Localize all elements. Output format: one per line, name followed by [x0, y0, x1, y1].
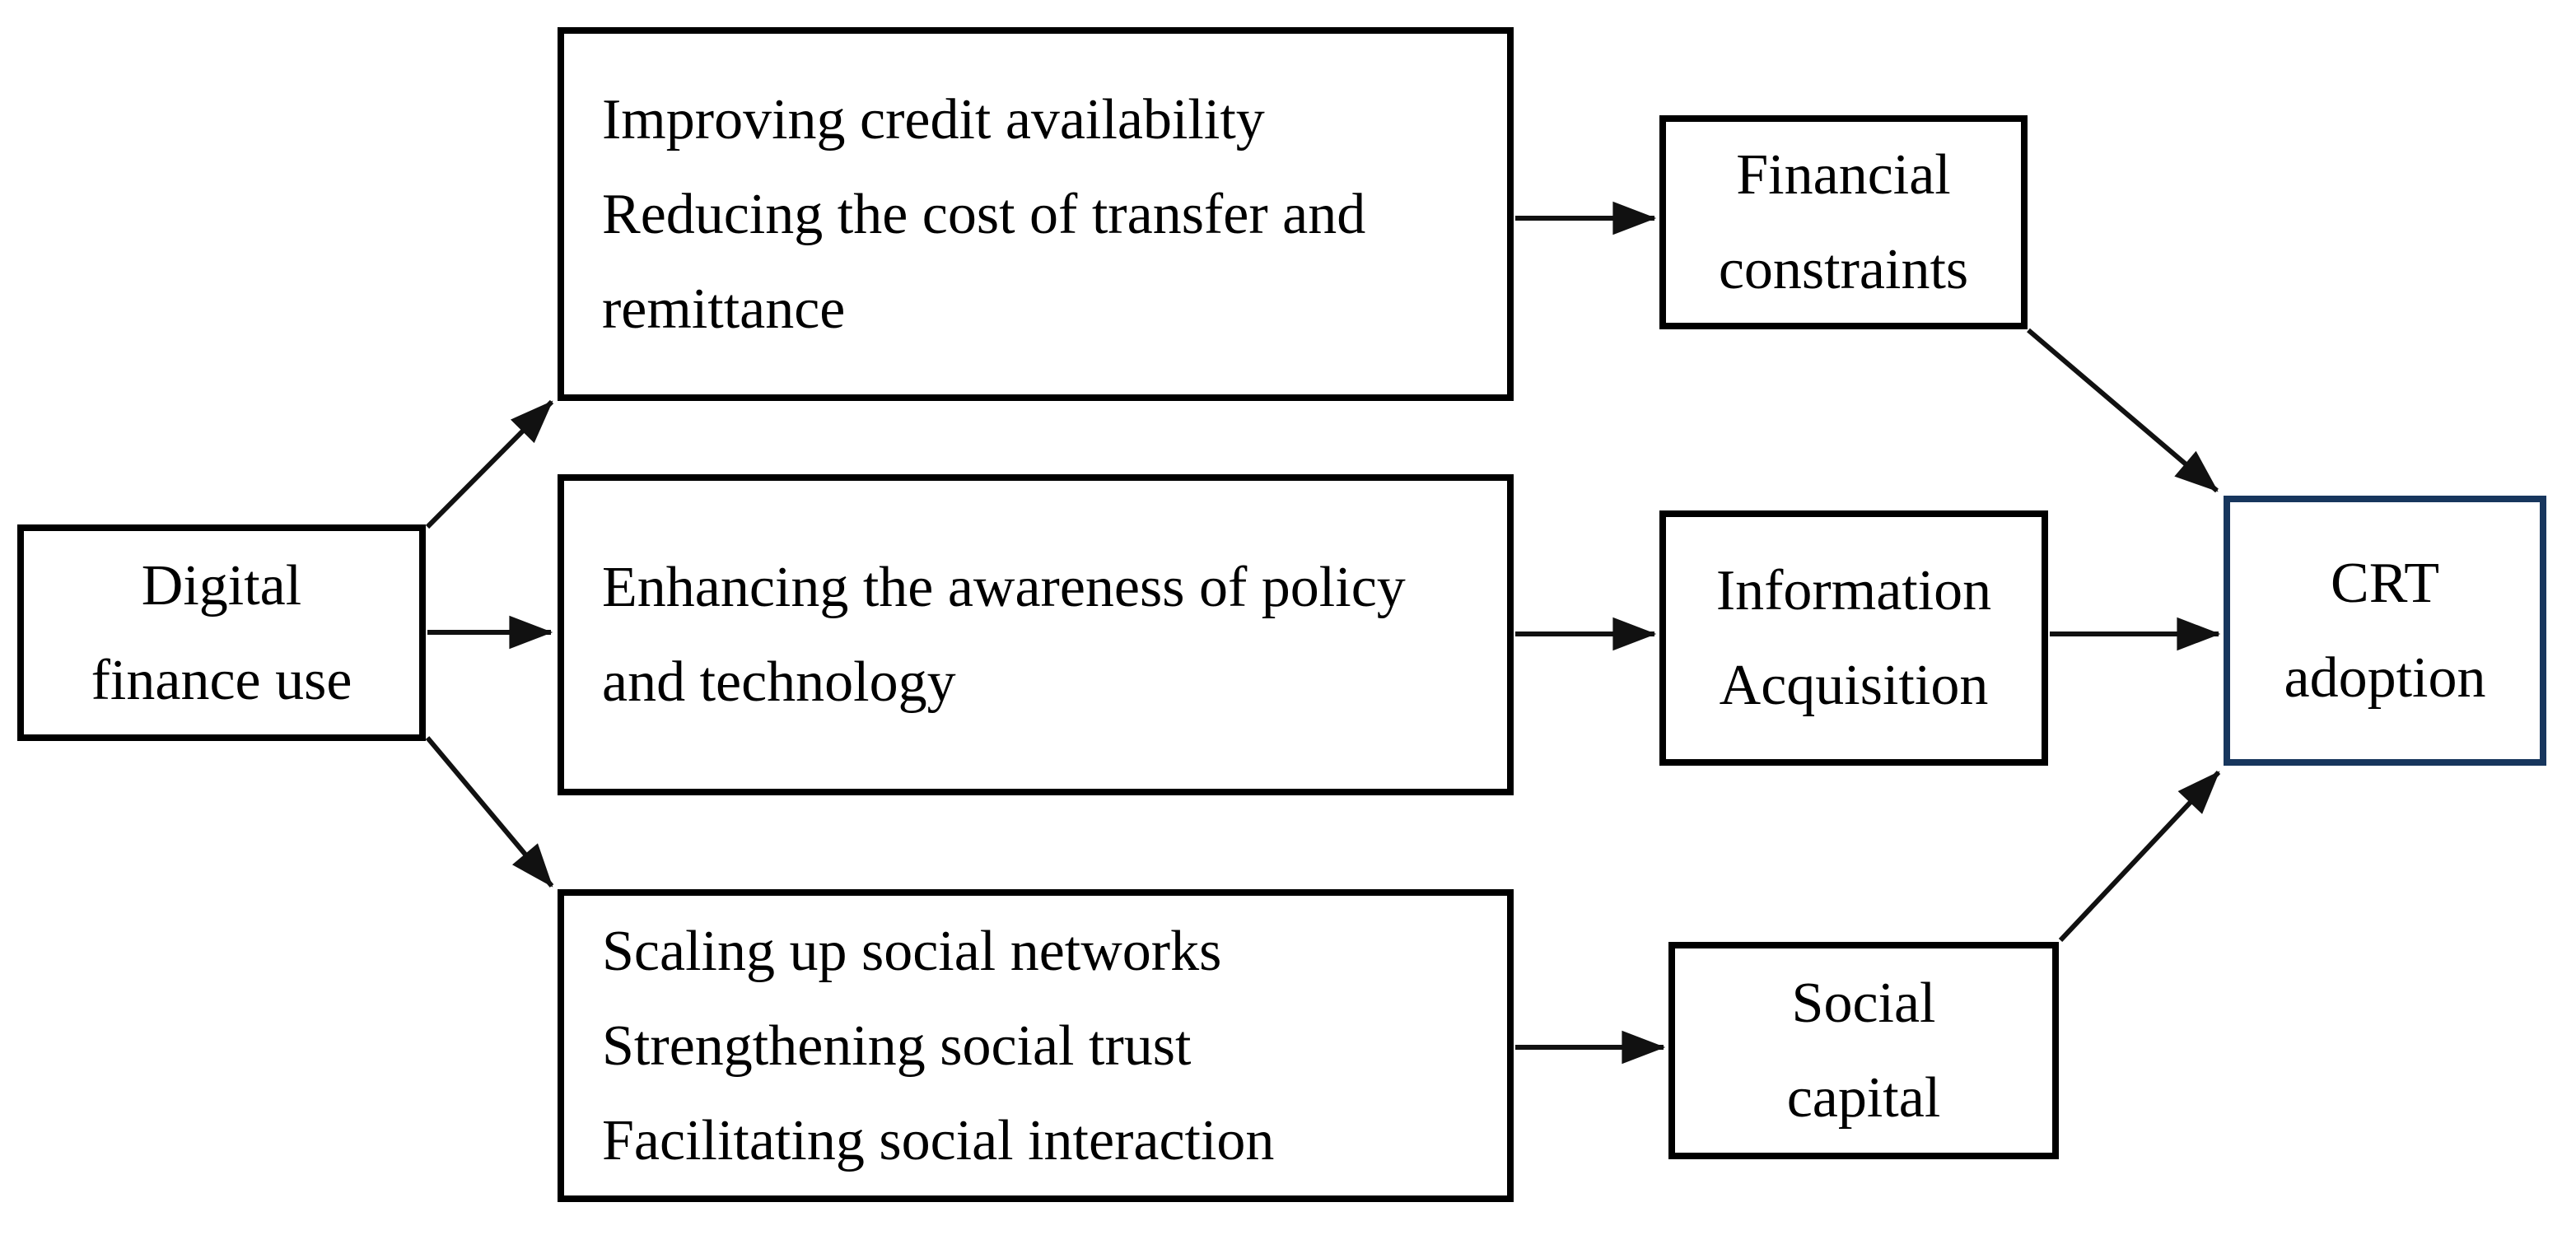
arrow-social-capital-to-crt-adoption [2058, 770, 2221, 943]
node-label-line: Enhancing the awareness of policy [602, 556, 1406, 619]
node-label-line: Improving credit availability [602, 87, 1265, 151]
node-label-line: and technology [602, 650, 956, 714]
node-social-mechanisms: Scaling up social networks Strengthening… [558, 889, 1514, 1202]
node-social-capital: Social capital [1668, 942, 2059, 1159]
arrow-digital-finance-to-social-mechanisms [425, 736, 554, 888]
arrow-digital-finance-to-financial-mechanisms [425, 399, 554, 529]
node-crt-adoption: CRT adoption [2224, 496, 2546, 766]
node-label-line: Acquisition [1719, 654, 1989, 717]
arrow-financial-constraints-to-crt-adoption [2027, 328, 2219, 493]
node-label-line: capital [1786, 1066, 1941, 1130]
node-label-line: Reducing the cost of transfer and [602, 182, 1366, 246]
node-label-line: Strengthening social trust [602, 1014, 1192, 1078]
node-financial-constraints: Financial constraints [1659, 115, 2028, 329]
node-financial-mechanisms: Improving credit availability Reducing t… [558, 27, 1514, 401]
node-label-line: finance use [91, 648, 352, 712]
node-label-line: Scaling up social networks [602, 919, 1222, 983]
node-label-line: Digital [141, 553, 302, 618]
node-information-mechanisms: Enhancing the awareness of policy and te… [558, 474, 1514, 795]
node-label-line: remittance [602, 277, 846, 341]
node-digital-finance-use: Digital finance use [17, 524, 426, 741]
node-label-line: CRT [2331, 552, 2439, 615]
node-information-acquisition: Information Acquisition [1659, 510, 2048, 766]
node-label-line: Social [1791, 972, 1936, 1035]
node-label-line: constraints [1718, 238, 1969, 301]
node-label-line: Financial [1736, 143, 1951, 207]
node-label-line: adoption [2284, 646, 2486, 710]
node-label-line: Information [1715, 559, 1992, 622]
node-label-line: Facilitating social interaction [602, 1108, 1275, 1172]
